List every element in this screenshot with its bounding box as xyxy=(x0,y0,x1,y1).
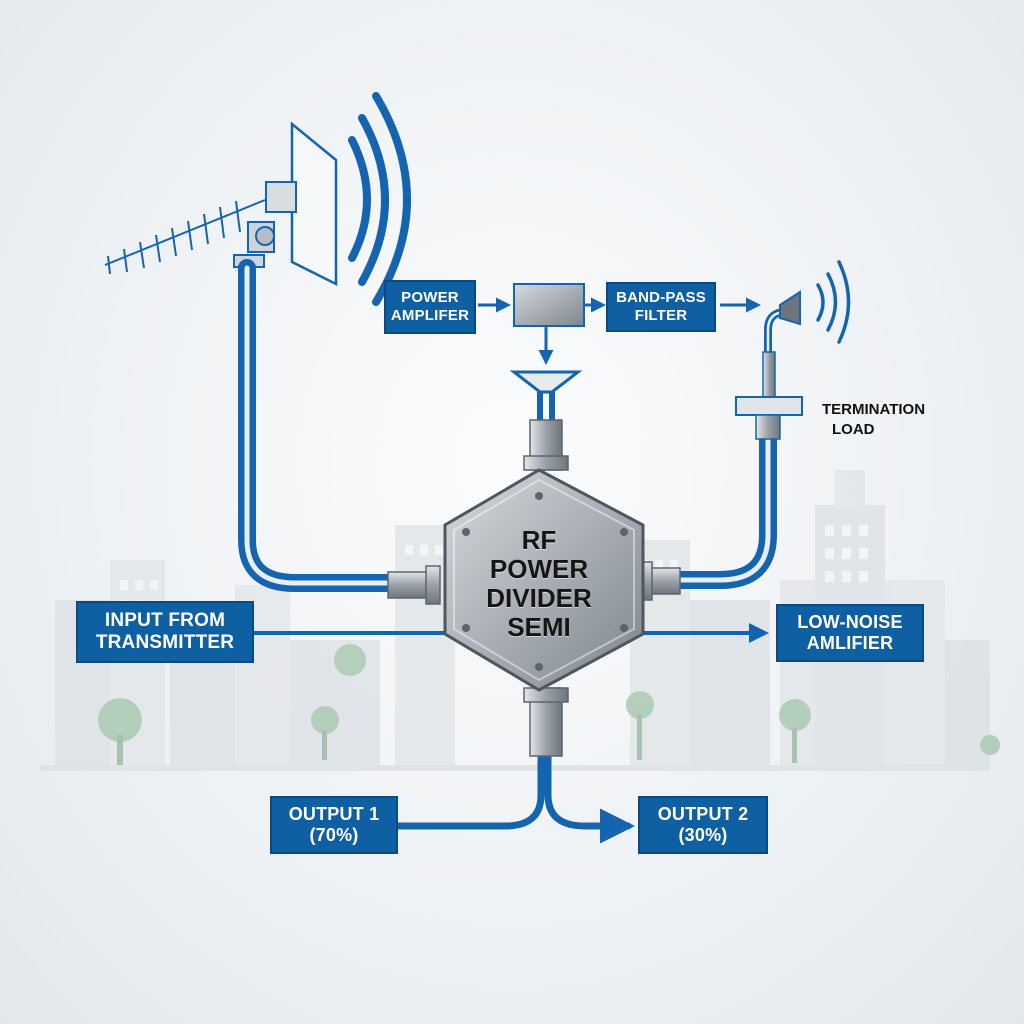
rf-power-divider-hub xyxy=(443,468,645,692)
signal-waves-icon xyxy=(348,92,411,306)
hub-label-line: DIVIDER xyxy=(486,583,592,613)
input-funnel xyxy=(509,370,583,425)
label-line: BAND-PASS xyxy=(616,289,706,307)
label-line: POWER xyxy=(401,289,459,307)
output-2-label: OUTPUT 2 (30%) xyxy=(638,796,768,854)
termination-cable xyxy=(656,429,777,589)
signal-waves-icon xyxy=(816,260,851,344)
low-noise-amplifier-label: LOW-NOISE AMLIFIER xyxy=(776,604,924,662)
label-line: LOW-NOISE xyxy=(797,611,903,632)
screw-icon xyxy=(462,492,628,671)
antenna-cable xyxy=(238,259,399,592)
label-line: OUTPUT 2 xyxy=(657,803,749,824)
termination-load-label: TERMINATION LOAD xyxy=(822,400,925,441)
hub-label-line: RF xyxy=(521,524,557,555)
input-from-transmitter-label: INPUT FROM TRANSMITTER xyxy=(76,601,254,663)
label-line: LOAD xyxy=(832,421,875,439)
yagi-antenna-icon xyxy=(104,199,266,275)
city-skyline-icon xyxy=(40,470,1000,771)
label-line: AMPLIFER xyxy=(390,307,470,324)
label-line: AMLIFIER xyxy=(806,633,894,653)
label-line: TRANSMITTER xyxy=(95,632,235,653)
label-line: TERMINATION xyxy=(822,401,926,418)
hub-label: RF POWER DIVIDER SEMI xyxy=(444,524,634,644)
horn-antenna-icon xyxy=(735,290,803,440)
tree-icon xyxy=(98,644,1000,765)
hub-ports xyxy=(387,419,681,757)
label-line: (30%) xyxy=(678,825,728,845)
divider-input-box xyxy=(513,283,585,327)
label-line: INPUT FROM xyxy=(104,609,226,631)
output-1-label: OUTPUT 1 (70%) xyxy=(270,796,398,854)
hub-label-line: SEMI xyxy=(507,612,571,643)
label-line: OUTPUT 1 xyxy=(288,803,380,824)
label-line: FILTER xyxy=(634,307,688,324)
label-line: (70%) xyxy=(309,825,359,845)
hub-label-line: POWER xyxy=(489,553,589,584)
power-amplifier-label: POWER AMPLIFER xyxy=(384,280,476,334)
band-pass-filter-label: BAND-PASS FILTER xyxy=(606,282,716,332)
output-cables xyxy=(392,751,635,844)
